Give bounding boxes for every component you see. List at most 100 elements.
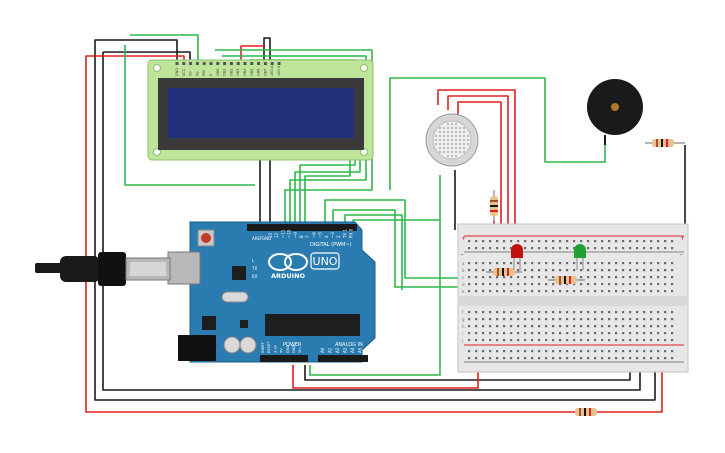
digital-pin-label: 8 [299,235,304,238]
row-label: a [462,261,465,266]
lcd-screen [168,88,354,138]
atmega-chip [265,314,360,336]
digital-pin-label: ~5 [318,232,323,238]
lcd-pin[interactable] [223,62,227,65]
row-label: j [461,338,463,343]
row-label: h [462,324,465,329]
power-pin-label: Vin [298,347,302,353]
analog-pin-label: A0 [320,347,325,353]
power-pin-label: 5V [280,348,284,353]
row-label: i [462,331,463,336]
lcd-pin-label: RS [195,71,199,76]
wire-green[interactable] [124,45,255,186]
lcd-pin[interactable] [277,62,281,65]
row-label: d [462,282,465,287]
lcd-pin-label: RW [202,70,206,76]
arduino-logo: ARDUINO UNO [268,252,340,280]
wire-green[interactable] [215,49,373,230]
power-pin-label: IOREF [261,342,265,353]
lcd-pin[interactable] [257,62,261,65]
digital-pin-label: ~6 [311,232,316,238]
gnd-label: GND [262,236,271,241]
usb-port [167,251,201,285]
power-pin-label: RESET [267,341,271,353]
wire-black[interactable] [94,39,656,401]
wire-red[interactable] [447,95,509,230]
digital-pin-label: ~3 [330,232,335,238]
lcd-pin-label: DB7 [263,69,267,76]
power-pin-label: GND [292,345,296,353]
analog-pin-label: A2 [335,347,340,353]
power-pin-label: GND [286,345,290,353]
rail-minus-label: - [680,251,682,258]
digital-pin-label: ~10 [287,229,292,238]
led-green[interactable] [574,244,586,270]
resistor[interactable] [548,276,585,284]
lcd-pin-label: GND [175,68,179,76]
wire-green[interactable] [309,175,441,376]
analog-pin-label: A4 [350,347,355,353]
resistor[interactable] [575,408,597,416]
lcd-pin[interactable] [175,62,179,65]
lcd-pin[interactable] [243,62,247,65]
wire-green[interactable] [389,77,606,190]
digital-header-label: DIGITAL (PWM~) [310,242,352,248]
lcd-pin-label: LED A [270,65,274,76]
digital-pin-label: ~11 [280,229,285,238]
analog-header-label: ANALOG IN [335,342,363,348]
gas-sensor-icon[interactable] [425,113,479,167]
row-label: b [462,268,465,273]
lcd-pin[interactable] [216,62,220,65]
wire-red[interactable] [597,370,663,413]
wire-green[interactable] [222,55,367,230]
lcd-pin-label: VCC [182,68,186,76]
dc-power-jack [178,335,216,361]
digital-pin-label: 12 [274,232,279,238]
resistor[interactable] [490,190,498,222]
rail-plus-label: + [461,235,466,242]
lcd-pin-label: DB4 [243,68,247,76]
wire-red[interactable] [457,101,502,230]
digital-pin-label: 4 [324,235,329,238]
lcd-pin[interactable] [263,62,267,65]
rail-minus-label: - [461,251,463,258]
row-label: c [462,275,464,280]
wire-green[interactable] [352,219,440,230]
lcd-pin[interactable] [189,62,193,65]
lcd-pin-label: DB6 [257,69,261,76]
rx-led-label: RX [252,274,258,279]
resistor[interactable] [645,139,685,147]
lcd-pin-label: LED K [277,65,281,76]
lcd-pin-label: DB5 [250,69,254,76]
usb-cable-icon[interactable] [35,252,171,286]
lcd-pin-label: DB0 [216,69,220,76]
lcd-pin[interactable] [270,62,274,65]
digital-pin-label: ~9 [293,232,298,238]
digital-pin-label: TX 1 [342,229,347,239]
analog-pin-label: A3 [343,347,348,353]
wire-red[interactable] [437,89,516,230]
lcd-pin-label: DB2 [229,69,233,76]
lcd-pin-label: DB3 [236,69,240,76]
led-red[interactable] [511,244,523,270]
lcd-pin[interactable] [236,62,240,65]
lcd-pin[interactable] [182,62,186,65]
row-label: g [462,317,465,322]
row-label: f [462,310,464,315]
lcd-pin[interactable] [195,62,199,65]
lcd-pin[interactable] [229,62,233,65]
resistor[interactable] [486,268,522,276]
lcd-pin[interactable] [250,62,254,65]
lcd-pin[interactable] [209,62,213,65]
lcd-pin[interactable] [202,62,206,65]
lcd-pin-label: E [209,74,213,76]
arduino-uno-board[interactable]: ARDUINO UNO DIGITAL (PWM~) AREF GND POWE… [167,221,376,363]
buzzer-icon[interactable] [587,79,643,145]
wire-green[interactable] [324,199,548,279]
wire-green[interactable] [130,34,199,68]
